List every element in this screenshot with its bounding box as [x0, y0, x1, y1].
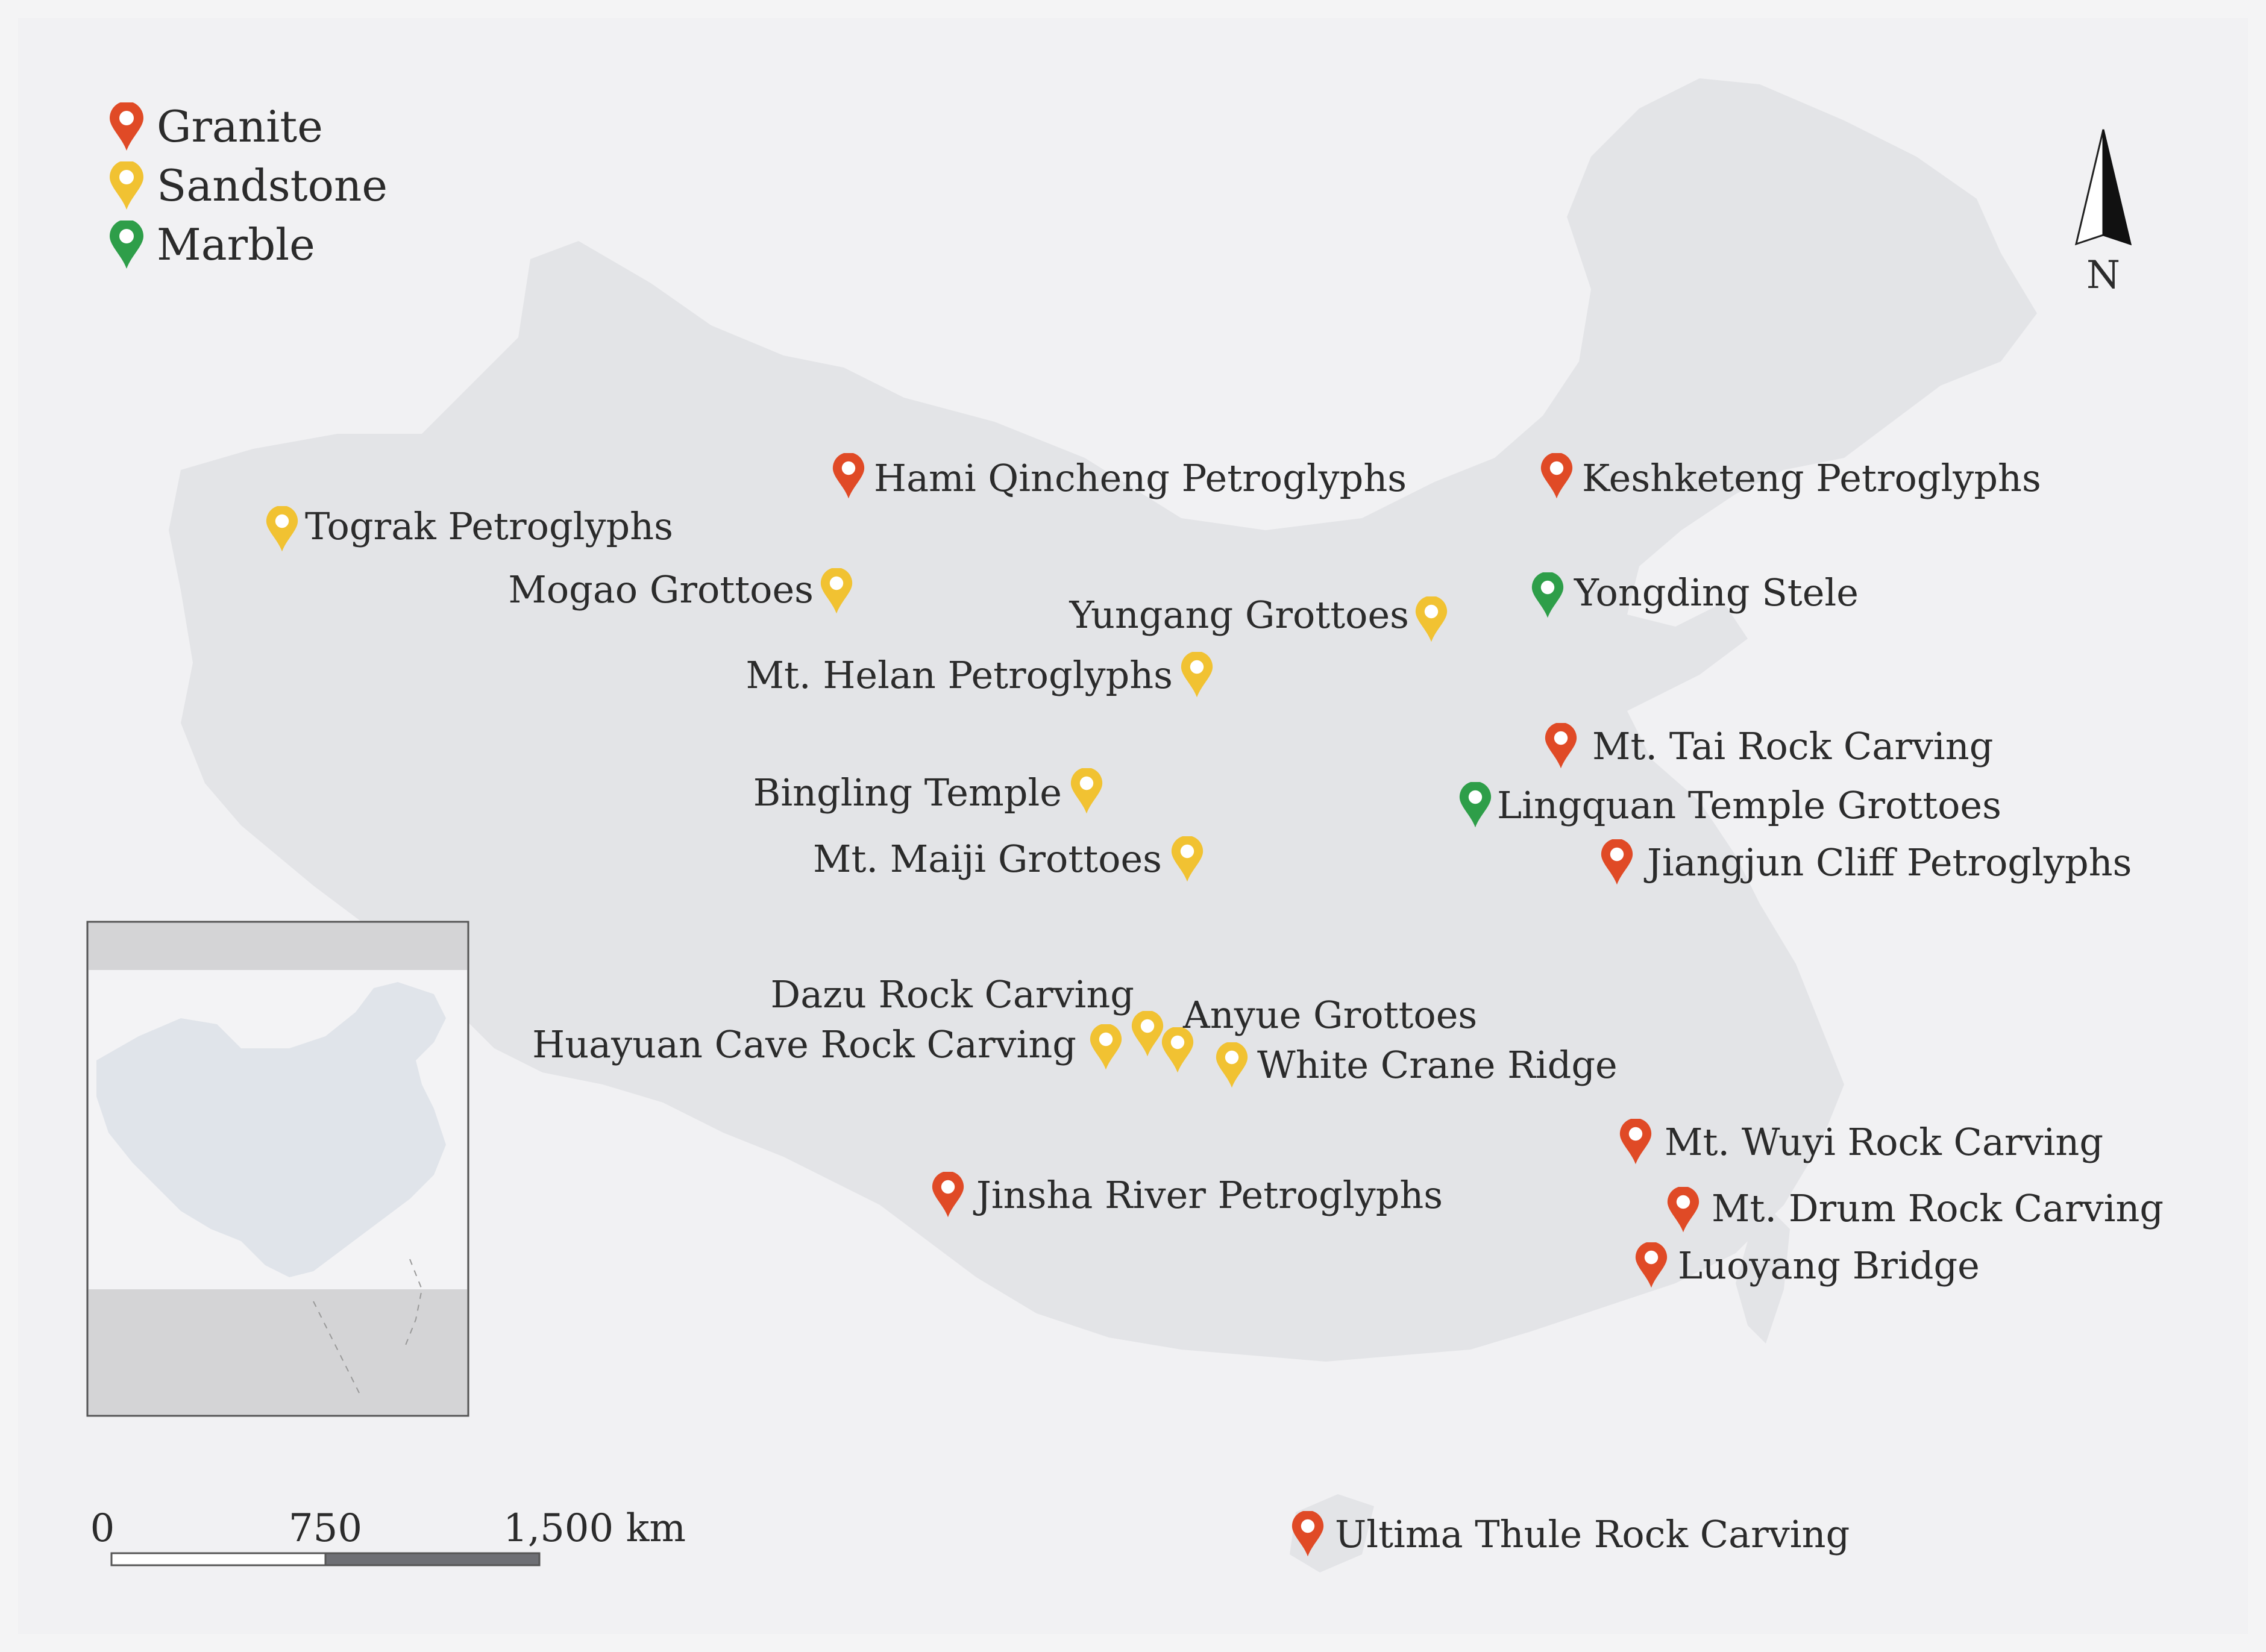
site-markers: Hami Qincheng Petroglyphs Keshketeng Pet… [266, 452, 2164, 1557]
site-jiangjun[interactable]: Jiangjun Cliff Petroglyphs [1601, 839, 2132, 885]
site-yongding[interactable]: Yongding Stele [1531, 571, 1859, 618]
site-label: White Crane Ridge [1257, 1043, 1618, 1087]
site-hami-qincheng[interactable]: Hami Qincheng Petroglyphs [832, 452, 1407, 500]
site-label: Mt. Wuyi Rock Carving [1665, 1120, 2103, 1164]
north-arrow: N [2074, 129, 2132, 298]
inset-map [86, 921, 469, 1417]
site-keshketeng[interactable]: Keshketeng Petroglyphs [1540, 452, 2041, 500]
site-label: Mt. Helan Petroglyphs [746, 653, 1173, 697]
site-label: Mt. Tai Rock Carving [1592, 724, 1993, 768]
site-label: Keshketeng Petroglyphs [1582, 456, 2041, 500]
legend-item-marble: Marble [110, 219, 315, 270]
site-yungang[interactable]: Yungang Grottoes [1069, 593, 1448, 642]
site-label: Jinsha River Petroglyphs [973, 1173, 1443, 1217]
site-bingling[interactable]: Bingling Temple [753, 768, 1103, 815]
site-label: Ultima Thule Rock Carving [1335, 1512, 1850, 1556]
site-label: Anyue Grottoes [1182, 993, 1477, 1037]
site-white-crane-ridge[interactable]: White Crane Ridge [1216, 1042, 1618, 1088]
scale-label-1500: 1,500 km [503, 1506, 686, 1551]
legend-label: Granite [157, 101, 323, 152]
site-label: Jiangjun Cliff Petroglyphs [1643, 840, 2132, 884]
inset-mainland [96, 982, 446, 1277]
site-lingquan[interactable]: Lingquan Temple Grottoes [1459, 781, 2001, 828]
site-anyue[interactable]: Anyue Grottoes [1161, 993, 1477, 1073]
site-jinsha-river[interactable]: Jinsha River Petroglyphs [932, 1171, 1443, 1218]
site-mt-maiji[interactable]: Mt. Maiji Grottoes [813, 836, 1204, 882]
legend-label: Sandstone [157, 160, 388, 211]
site-huayuan[interactable]: Huayuan Cave Rock Carving [532, 1022, 1122, 1070]
site-label: Luoyang Bridge [1678, 1244, 1980, 1287]
scale-label-750: 750 [289, 1506, 362, 1551]
north-label: N [2086, 253, 2120, 298]
legend: Granite Sandstone Marble [110, 101, 388, 270]
site-ultima-thule[interactable]: Ultima Thule Rock Carving [1291, 1510, 1850, 1557]
site-mt-helan[interactable]: Mt. Helan Petroglyphs [746, 651, 1213, 698]
legend-item-sandstone: Sandstone [110, 160, 388, 211]
site-label: Mt. Drum Rock Carving [1712, 1186, 2164, 1230]
taiwan-shape [1736, 1211, 1790, 1344]
site-mt-wuyi[interactable]: Mt. Wuyi Rock Carving [1619, 1118, 2103, 1165]
site-label: Lingquan Temple Grottoes [1497, 783, 2001, 827]
site-dazu[interactable]: Dazu Rock Carving [770, 972, 1164, 1057]
site-label: Yongding Stele [1574, 571, 1859, 615]
site-label: Huayuan Cave Rock Carving [532, 1022, 1076, 1066]
site-label: Mt. Maiji Grottoes [813, 837, 1162, 881]
site-mogao[interactable]: Mogao Grottoes [508, 568, 853, 614]
legend-label: Marble [157, 219, 315, 270]
site-luoyang-bridge[interactable]: Luoyang Bridge [1635, 1242, 1980, 1288]
site-label: Hami Qincheng Petroglyphs [874, 456, 1407, 500]
legend-item-granite: Granite [110, 101, 323, 152]
site-label: Dazu Rock Carving [770, 972, 1134, 1016]
site-tograk[interactable]: Tograk Petroglyphs [266, 504, 673, 552]
site-mt-tai[interactable]: Mt. Tai Rock Carving [1545, 722, 1994, 769]
scale-bar: 0 750 1,500 km [90, 1506, 686, 1566]
site-label: Tograk Petroglyphs [305, 504, 673, 548]
site-mt-drum[interactable]: Mt. Drum Rock Carving [1667, 1186, 2164, 1233]
scale-label-0: 0 [90, 1506, 115, 1551]
site-label: Yungang Grottoes [1069, 593, 1409, 637]
site-label: Bingling Temple [753, 771, 1062, 815]
mainland-shape [169, 78, 2037, 1362]
site-label: Mogao Grottoes [508, 568, 814, 612]
